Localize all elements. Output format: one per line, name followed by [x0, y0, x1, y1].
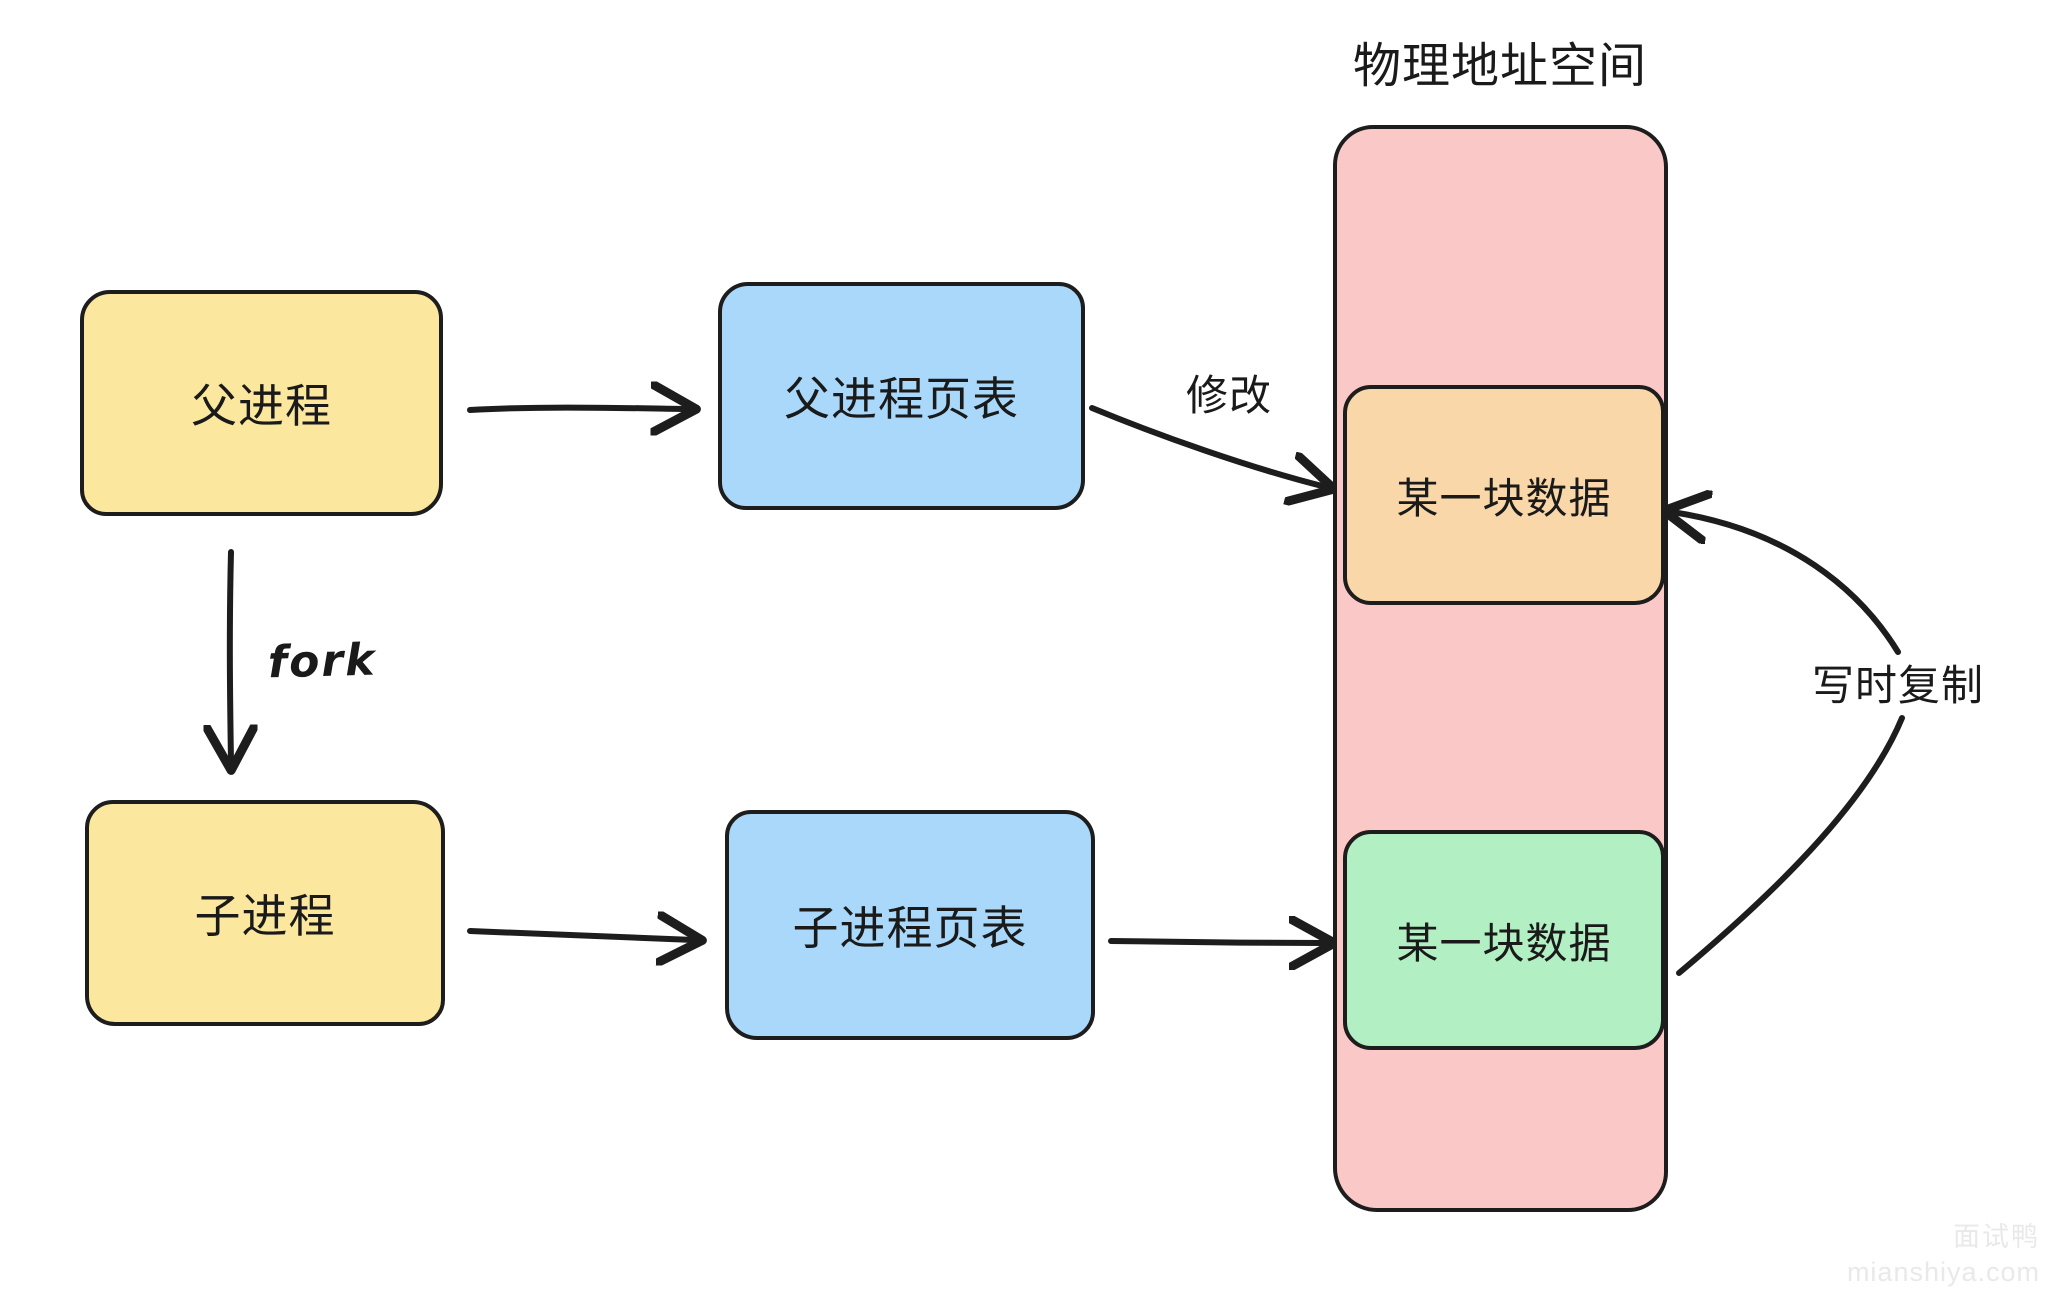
watermark-brand: 面试鸭 — [1953, 1221, 2040, 1252]
arrow-parent-to-parent-page-table — [467, 408, 688, 410]
node-data-block-green[interactable]: 某一块数据 — [1343, 830, 1665, 1050]
watermark-url: mianshiya.com — [1846, 1256, 2040, 1287]
watermark: 面试鸭 mianshiya.com — [1847, 1220, 2040, 1290]
edge-label-fork: fork — [267, 634, 377, 689]
node-parent-page-table[interactable]: 父进程页表 — [718, 282, 1085, 510]
node-child-page-table[interactable]: 子进程页表 — [725, 810, 1095, 1040]
arrow-copy-on-write — [1672, 512, 1905, 976]
edge-label-copy-on-write: 写时复制 — [1812, 662, 1985, 709]
arrow-fork-parent-to-child — [230, 549, 231, 762]
arrow-child-page-table-to-data — [1108, 941, 1326, 943]
node-child-process[interactable]: 子进程 — [85, 800, 445, 1026]
edge-label-modify: 修改 — [1186, 372, 1273, 419]
node-parent-process[interactable]: 父进程 — [80, 290, 443, 516]
page-title: 物理地址空间 — [1353, 40, 1648, 93]
arrow-child-to-child-page-table — [467, 931, 694, 940]
node-data-block-orange[interactable]: 某一块数据 — [1343, 385, 1665, 605]
